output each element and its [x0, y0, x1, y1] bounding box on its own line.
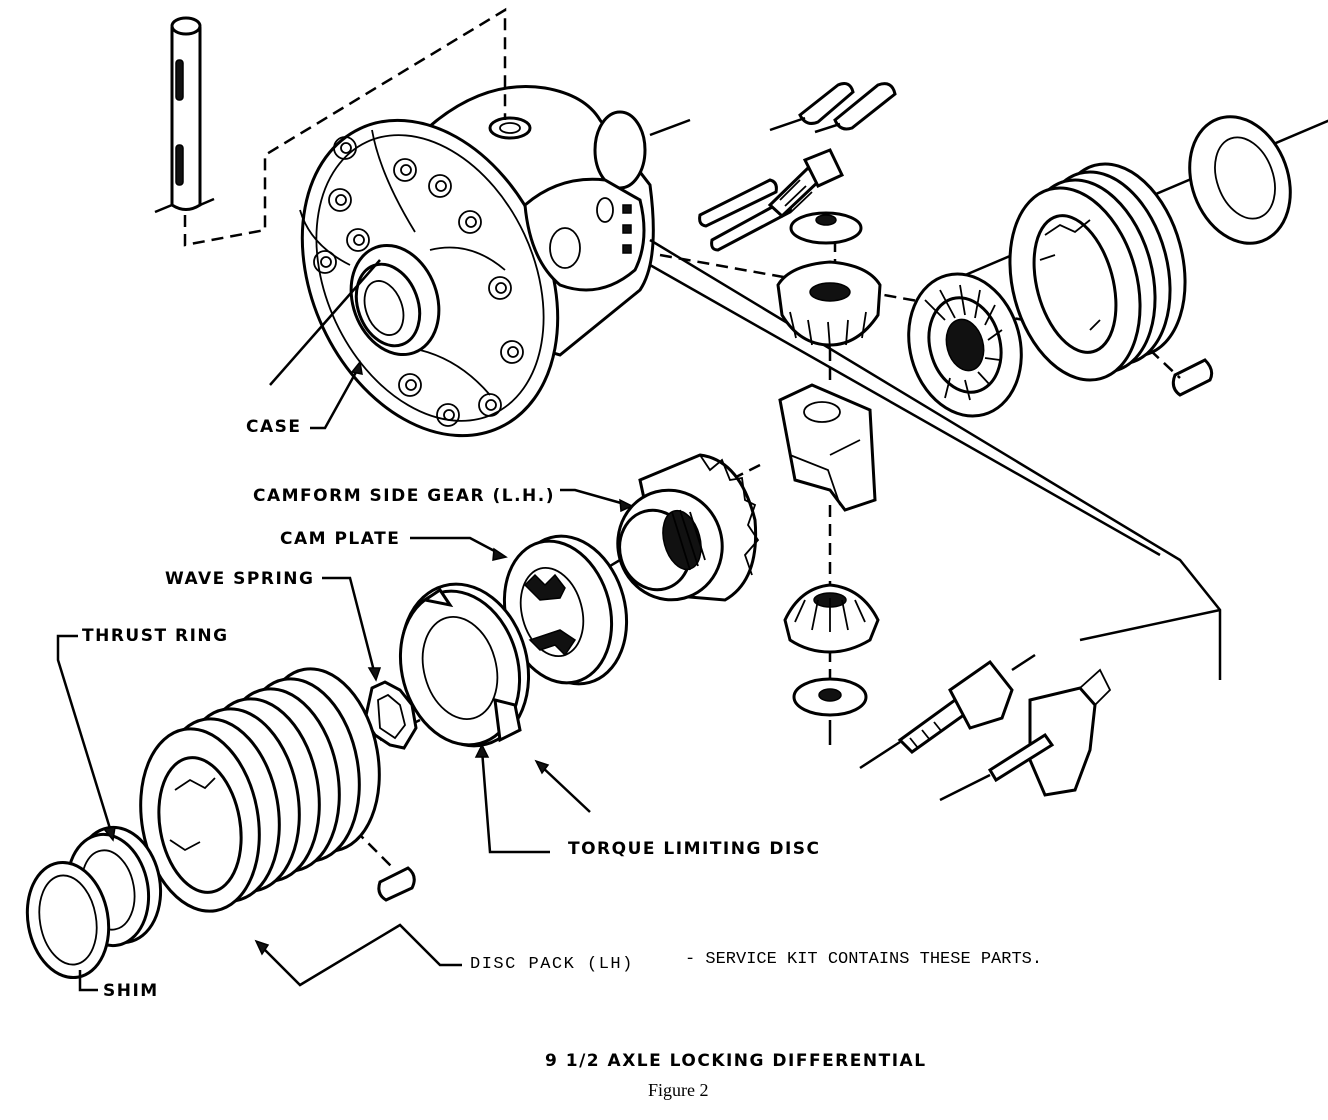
label-disc-pack: DISC PACK (LH)	[470, 955, 634, 974]
disc-pack-left	[139, 667, 416, 913]
differential-case	[299, 85, 655, 438]
label-shim: SHIM	[103, 981, 159, 1001]
cam-plate	[502, 534, 629, 686]
side-gear-right	[907, 272, 1023, 418]
shim	[25, 860, 111, 980]
leader-lines	[56, 360, 634, 992]
disc-pack-right	[1008, 162, 1214, 397]
pinion-yoke-assembly	[859, 653, 1112, 802]
cross-pin	[154, 16, 215, 214]
label-thrust-ring: THRUST RING	[82, 626, 229, 646]
figure-title: 9 1/2 AXLE LOCKING DIFFERENTIAL	[545, 1051, 927, 1071]
camform-side-gear	[616, 453, 760, 602]
pinion-shafts	[698, 82, 897, 252]
thrust-washer-right	[1188, 115, 1292, 245]
pinion-thrust-washer-top	[789, 211, 863, 245]
label-wave-spring: WAVE SPRING	[165, 569, 315, 589]
torque-limiting-disc	[398, 582, 531, 748]
label-service-kit-note: - SERVICE KIT CONTAINS THESE PARTS.	[685, 950, 1043, 969]
cross-block	[778, 383, 877, 512]
pinion-gear-top	[776, 260, 882, 349]
lock-bolt	[767, 148, 845, 219]
label-torque-limiting-disc: TORQUE LIMITING DISC	[568, 839, 821, 859]
label-camform-side-gear: CAMFORM SIDE GEAR (L.H.)	[253, 486, 555, 506]
pinion-thrust-washer-bottom	[792, 677, 868, 717]
label-case: CASE	[246, 417, 302, 437]
label-cam-plate: CAM PLATE	[280, 529, 401, 549]
pinion-gear-bottom	[783, 583, 880, 654]
figure-number: Figure 2	[648, 1080, 709, 1100]
